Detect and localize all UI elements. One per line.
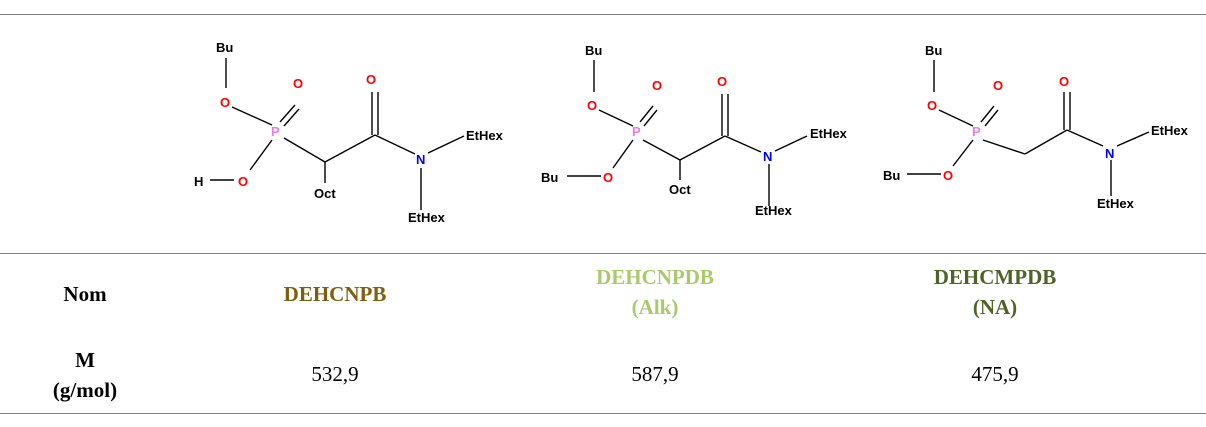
atom-o: O — [943, 168, 953, 183]
structure-dehcmpdb: Bu O O P O Bu O N EtHex EtHex — [883, 43, 1189, 211]
compound-name-qualifier: (Alk) — [631, 295, 679, 319]
compound-name-line: DEHCMPDB — [933, 265, 1057, 289]
atom-o: O — [927, 98, 937, 113]
row-label-mass-symbol: M — [75, 348, 95, 372]
bottom-rule — [0, 413, 1206, 414]
atom-p: P — [271, 124, 280, 139]
compound-name-dehcnpdb: DEHCNPDB (Alk) — [535, 262, 775, 322]
compound-name-line: DEHCNPB — [283, 282, 387, 306]
structure-dehcnpdb: Bu O O P O Bu O Oct N EtHex EtHex — [541, 43, 848, 218]
atom-oct: Oct — [314, 186, 336, 201]
atom-n: N — [763, 149, 772, 164]
atom-o: O — [293, 76, 303, 91]
row-label-mass: M (g/mol) — [30, 345, 140, 405]
atom-n: N — [416, 152, 425, 167]
mass-value-dehcnpdb: 587,9 — [631, 362, 679, 386]
atom-p: P — [972, 124, 981, 139]
atom-o: O — [587, 98, 597, 113]
top-rule — [0, 14, 1206, 15]
atom-bu: Bu — [883, 168, 900, 183]
atom-o: O — [993, 78, 1003, 93]
atom-o: O — [1059, 74, 1069, 89]
mass-value-dehcmpdb: 475,9 — [971, 362, 1019, 386]
atom-o: O — [220, 95, 230, 110]
structure-dehcnpb: Bu O O P O H O Oct N EtHex EtHex — [194, 40, 504, 225]
atom-ethex: EtHex — [810, 126, 848, 141]
atom-o: O — [652, 78, 662, 93]
atom-ethex: EtHex — [408, 210, 446, 225]
atom-p: P — [632, 124, 641, 139]
atom-o: O — [603, 170, 613, 185]
compound-name-dehcnpb: DEHCNPB — [225, 279, 445, 309]
atom-o: O — [366, 72, 376, 87]
atom-bu: Bu — [585, 43, 602, 58]
atom-bu: Bu — [925, 43, 942, 58]
atom-bu: Bu — [216, 40, 233, 55]
atom-ethex: EtHex — [1151, 123, 1189, 138]
compound-name-line: DEHCNPDB — [596, 265, 714, 289]
compound-name-qualifier: (NA) — [972, 295, 1018, 319]
atom-oct: Oct — [669, 182, 691, 197]
atom-h: H — [194, 174, 203, 189]
row-label-nom: Nom — [63, 282, 107, 306]
mass-value-dehcnpb: 532,9 — [311, 362, 359, 386]
atom-ethex: EtHex — [755, 203, 793, 218]
row-label-mass-unit: (g/mol) — [52, 378, 118, 402]
atom-bu: Bu — [541, 170, 558, 185]
atom-ethex: EtHex — [466, 128, 504, 143]
atom-o: O — [238, 174, 248, 189]
atom-ethex: EtHex — [1097, 196, 1135, 211]
atom-o: O — [717, 74, 727, 89]
atom-n: N — [1105, 146, 1114, 161]
compound-name-dehcmpdb: DEHCMPDB (NA) — [875, 262, 1115, 322]
header-rule — [0, 253, 1206, 254]
